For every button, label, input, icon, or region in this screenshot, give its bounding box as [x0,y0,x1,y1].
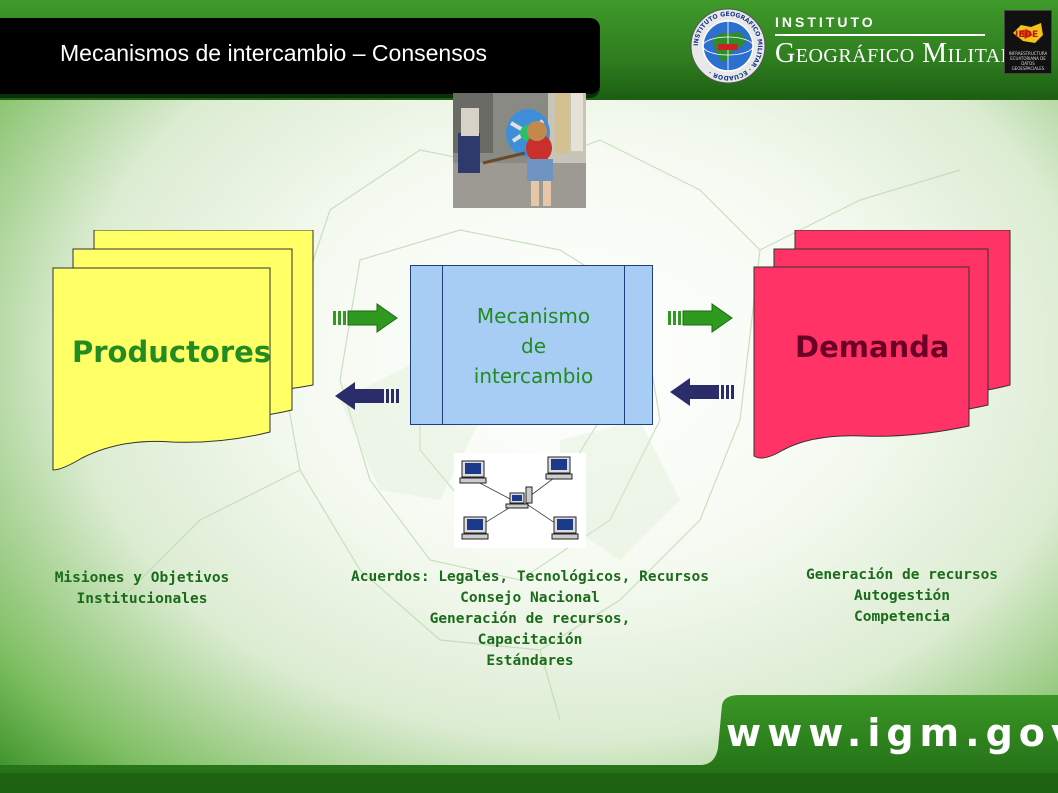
arrow-left-icon [670,378,734,406]
arrow-right-icon [333,303,398,333]
caption-line: Acuerdos: Legales, Tecnológicos, Recurso… [351,569,709,585]
computer-icon [545,456,573,480]
caption-line: Generación de recursos [805,567,999,583]
caption-line: Autogestión [853,588,951,604]
arrow-left-icon [335,382,399,410]
demanda-node: Demanda [753,230,1011,465]
mecanismo-label: Mecanismo de intercambio [443,301,624,391]
arrow-right-icon [668,303,733,333]
caption-productores: Misiones y Objetivos Institucionales [0,568,284,610]
computer-icon [459,460,487,484]
mechanism-rule-left [442,266,443,424]
caption-mecanismo: Acuerdos: Legales, Tecnológicos, Recurso… [290,567,770,672]
institute-name-line2: Geográfico Militar [775,38,1015,69]
children-pinata-photo [453,93,586,208]
computer-network-diagram [454,453,586,548]
caption-line: Capacitación [477,632,583,648]
productores-label: Productores [72,335,272,369]
caption-demanda: Generación de recursos Autogestión Compe… [762,565,1042,628]
ieden-caption: INFRAESTRUCTURA ECUATORIANA DE DATOS GEO… [1008,51,1048,71]
mecanismo-node: Mecanismo de intercambio [410,265,653,425]
demanda-stack [753,230,1011,459]
header-bar: Mecanismos de intercambio – Consensos IN… [0,0,1058,100]
mechanism-rule-right [624,266,625,424]
demanda-label: Demanda [795,330,950,364]
mecanismo-line-1: Mecanismo [476,304,591,328]
ieden-map-icon: IEDE [1013,23,1043,43]
computer-icon [461,516,489,540]
productores-node: Productores [52,230,314,475]
institute-name-line1: INSTITUTO [775,14,876,30]
caption-line: Misiones y Objetivos [54,570,230,586]
caption-line: Estándares [486,653,574,669]
title-box: Mecanismos de intercambio – Consensos [0,18,600,94]
ieden-logo-text: IEDE [1015,30,1038,40]
mecanismo-line-2: de [521,334,546,358]
mecanismo-line-3: intercambio [473,364,594,388]
caption-line: Consejo Nacional [460,590,600,606]
globe-emblem-icon: INSTITUTO GEOGRÁFICO MILITAR · ECUADOR · [690,8,766,84]
institute-rule [775,34,985,36]
website-url[interactable]: www.igm.gov.ec [726,711,1058,755]
caption-line: Competencia [853,609,951,625]
computer-icon [551,516,579,540]
slide-title: Mecanismos de intercambio – Consensos [60,40,487,66]
caption-line: Generación de recursos, [429,611,631,627]
server-icon [505,486,533,509]
ieden-logo: IEDE INFRAESTRUCTURA ECUATORIANA DE DATO… [1004,10,1052,74]
productores-stack [52,230,314,471]
footer-band [0,695,1058,793]
caption-line: Institucionales [76,591,208,607]
